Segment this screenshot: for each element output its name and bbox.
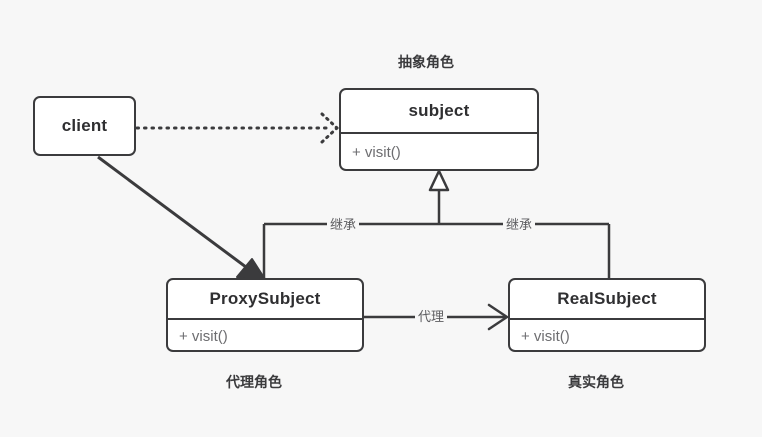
edge-label-proxy-association: 代理 [415, 306, 448, 325]
uml-class-realsubject-name: RealSubject [557, 289, 657, 308]
caption-real-role: 真实角色 [568, 374, 624, 390]
edge-inheritance-bus [262, 169, 611, 279]
caption-proxy-role: 代理角色 [226, 374, 282, 390]
uml-class-proxysubject-name: ProxySubject [209, 289, 321, 308]
uml-class-proxysubject[interactable]: ProxySubject + visit() [166, 278, 364, 352]
uml-class-client-name: client [61, 116, 108, 135]
uml-class-subject[interactable]: subject + visit() [339, 88, 539, 171]
edge-label-inheritance-left: 继承 [327, 214, 360, 233]
uml-class-proxysubject-divider [168, 318, 362, 320]
caption-abstract-role: 抽象角色 [398, 54, 454, 70]
uml-class-realsubject-divider [510, 318, 704, 320]
uml-class-realsubject-operation: + visit() [521, 327, 570, 345]
uml-class-subject-operation: + visit() [352, 144, 401, 161]
uml-class-subject-divider [341, 132, 537, 134]
uml-class-realsubject[interactable]: RealSubject + visit() [508, 278, 706, 352]
edge-client-to-proxysubject [97, 155, 269, 285]
edge-client-to-subject [135, 112, 339, 144]
uml-class-subject-name: subject [408, 101, 470, 120]
edge-label-inheritance-right: 继承 [503, 214, 536, 233]
uml-class-client[interactable]: client [33, 96, 136, 156]
uml-class-proxysubject-operation: + visit() [179, 327, 228, 345]
